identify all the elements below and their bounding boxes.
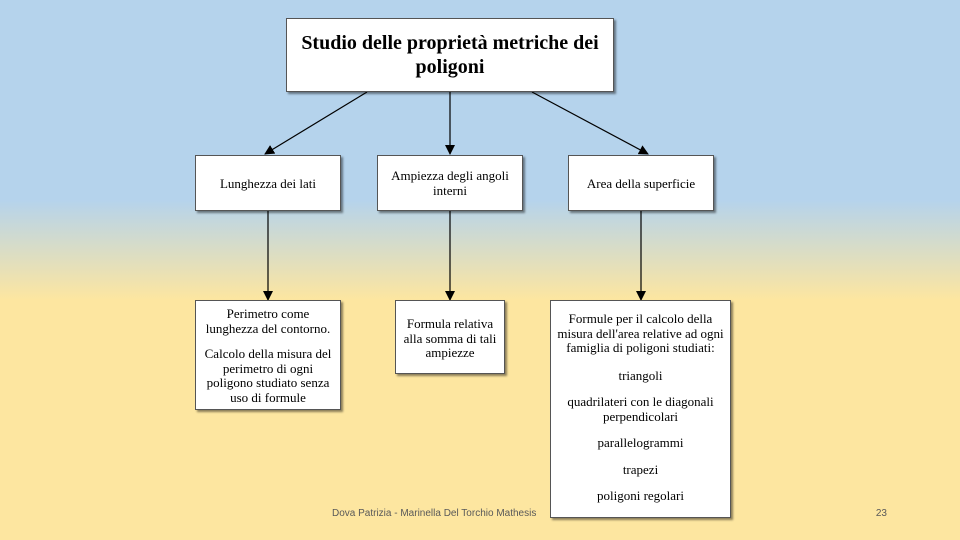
branch-node-area: Area della superficie <box>568 155 714 211</box>
detail-list-item: parallelogrammi <box>597 435 684 450</box>
detail-node-perimetro: Perimetro come lunghezza del contorno. C… <box>195 300 341 410</box>
detail-text: Calcolo della misura del perimetro di og… <box>204 346 332 405</box>
detail-list-item: quadrilateri con le diagonali perpendico… <box>567 394 714 424</box>
branch-node-lunghezza: Lunghezza dei lati <box>195 155 341 211</box>
detail-list-item: triangoli <box>618 367 663 383</box>
root-title: Studio delle proprietà metriche dei poli… <box>301 32 599 78</box>
arrow-title-to-branch-3 <box>531 91 649 155</box>
detail-node-formula-angoli: Formula relativa alla somma di tali ampi… <box>395 300 505 374</box>
branch-label: Area della superficie <box>586 175 696 191</box>
detail-text: Perimetro come lunghezza del contorno. <box>205 306 331 336</box>
branch-node-ampiezza: Ampiezza degli angoli interni <box>377 155 523 211</box>
footer-credit: Dova Patrizia - Marinella Del Torchio Ma… <box>332 508 537 519</box>
arrow-title-to-branch-1 <box>264 91 368 155</box>
root-node: Studio delle proprietà metriche dei poli… <box>286 18 614 92</box>
detail-text: Formule per il calcolo della misura dell… <box>557 311 724 355</box>
page-number: 23 <box>875 508 887 519</box>
branch-label: Lunghezza dei lati <box>219 175 316 191</box>
detail-list-item: trapezi <box>622 461 659 477</box>
branch-label: Ampiezza degli angoli interni <box>391 168 509 198</box>
detail-list-item: poligoni regolari <box>596 488 684 503</box>
detail-node-formule-area: Formule per il calcolo della misura dell… <box>550 300 731 518</box>
detail-text: Formula relativa alla somma di tali ampi… <box>403 316 497 360</box>
